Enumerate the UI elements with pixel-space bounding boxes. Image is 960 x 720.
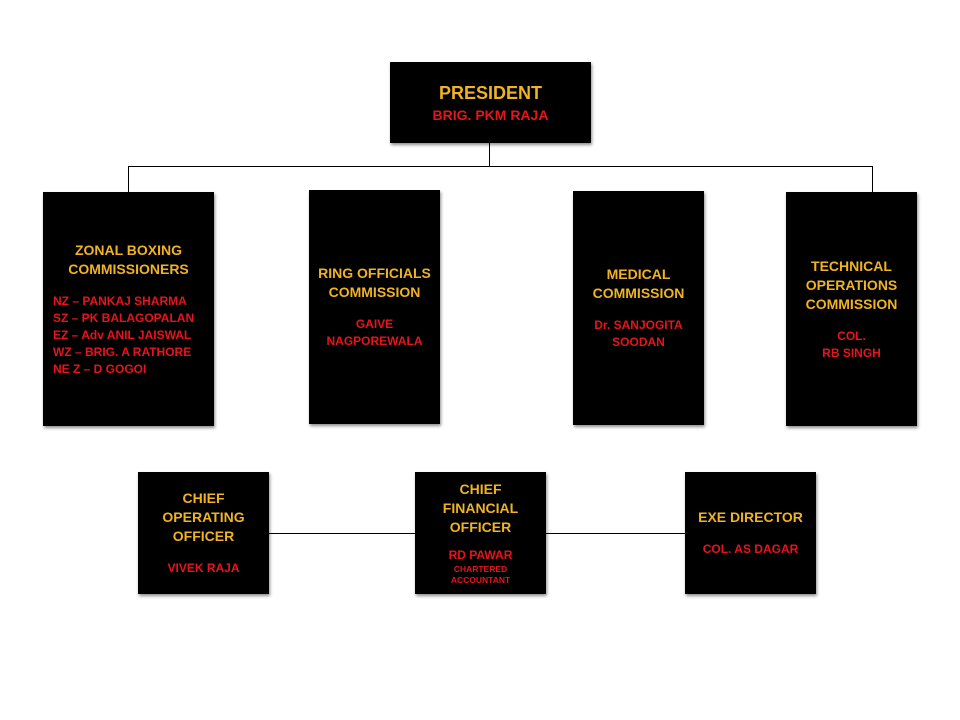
box-title-line: RING OFFICIALS bbox=[318, 265, 431, 281]
box-name-line: RD PAWAR bbox=[448, 548, 513, 562]
box-title-line: COMMISSION bbox=[805, 295, 898, 312]
zonal-commissioner-sz: SZ – PK BALAGOPALAN bbox=[53, 310, 195, 325]
box-name-line: NAGPOREWALA bbox=[326, 334, 423, 348]
president-connector bbox=[489, 143, 490, 166]
box-title-line: COMMISSION bbox=[328, 284, 421, 300]
box-name-line: Dr. SANJOGITA bbox=[594, 318, 683, 332]
connector-technical bbox=[872, 166, 873, 192]
zonal-commissioner-nez: NE Z – D GOGOI bbox=[53, 361, 147, 376]
box-title-line: TECHNICAL bbox=[811, 257, 892, 274]
president-title: PRESIDENT bbox=[438, 82, 543, 103]
box-title-line: FINANCIAL bbox=[442, 500, 519, 516]
box-title-line: COMMISSIONERS bbox=[68, 260, 189, 277]
box-title-line: OFFICER bbox=[449, 519, 512, 535]
box-title-line: ZONAL BOXING bbox=[74, 241, 183, 258]
zonal-commissioner-wz: WZ – BRIG. A RATHORE bbox=[53, 344, 192, 359]
box-name-line: COL. AS DAGAR bbox=[702, 542, 799, 556]
box-name-line: GAIVE bbox=[355, 317, 394, 331]
president-box: PRESIDENT BRIG. PKM RAJA bbox=[390, 62, 591, 143]
technical-operations-commission-box: TECHNICAL OPERATIONS COMMISSION COL. RB … bbox=[786, 192, 917, 426]
medical-commission-box: MEDICAL COMMISSION Dr. SANJOGITA SOODAN bbox=[573, 191, 704, 425]
exe-director-box: EXE DIRECTOR COL. AS DAGAR bbox=[685, 472, 816, 594]
box-name-line: COL. bbox=[837, 328, 866, 343]
box-title-line: OFFICER bbox=[172, 528, 235, 544]
president-name: BRIG. PKM RAJA bbox=[432, 106, 549, 123]
zonal-boxing-commissioners-box: ZONAL BOXING COMMISSIONERS NZ – PANKAJ S… bbox=[43, 192, 214, 426]
box-title-line: CHIEF bbox=[182, 490, 225, 506]
box-title-line: COMMISSION bbox=[592, 285, 685, 301]
box-title-line: MEDICAL bbox=[606, 266, 671, 282]
chief-operating-officer-box: CHIEF OPERATING OFFICER VIVEK RAJA bbox=[138, 472, 269, 594]
box-title-line: EXE DIRECTOR bbox=[698, 509, 803, 525]
box-name-line: SOODAN bbox=[612, 335, 665, 349]
officer-connector-left bbox=[268, 533, 416, 534]
commission-bus-line bbox=[128, 166, 873, 167]
box-title-line: OPERATING bbox=[162, 509, 245, 525]
box-subtitle-line: ACCOUNTANT bbox=[450, 575, 511, 585]
officer-connector-right bbox=[545, 533, 686, 534]
connector-zonal bbox=[128, 166, 129, 192]
box-name-line: VIVEK RAJA bbox=[167, 561, 240, 575]
box-subtitle-line: CHARTERED bbox=[453, 564, 508, 574]
box-title-line: OPERATIONS bbox=[805, 276, 898, 293]
box-name-line: RB SINGH bbox=[822, 345, 881, 360]
box-title-line: CHIEF bbox=[459, 481, 502, 497]
chief-financial-officer-box: CHIEF FINANCIAL OFFICER RD PAWAR CHARTER… bbox=[415, 472, 546, 594]
zonal-commissioner-ez: EZ – Adv ANIL JAISWAL bbox=[53, 327, 192, 342]
ring-officials-commission-box: RING OFFICIALS COMMISSION GAIVE NAGPOREW… bbox=[309, 190, 440, 424]
zonal-commissioner-nz: NZ – PANKAJ SHARMA bbox=[53, 293, 187, 308]
